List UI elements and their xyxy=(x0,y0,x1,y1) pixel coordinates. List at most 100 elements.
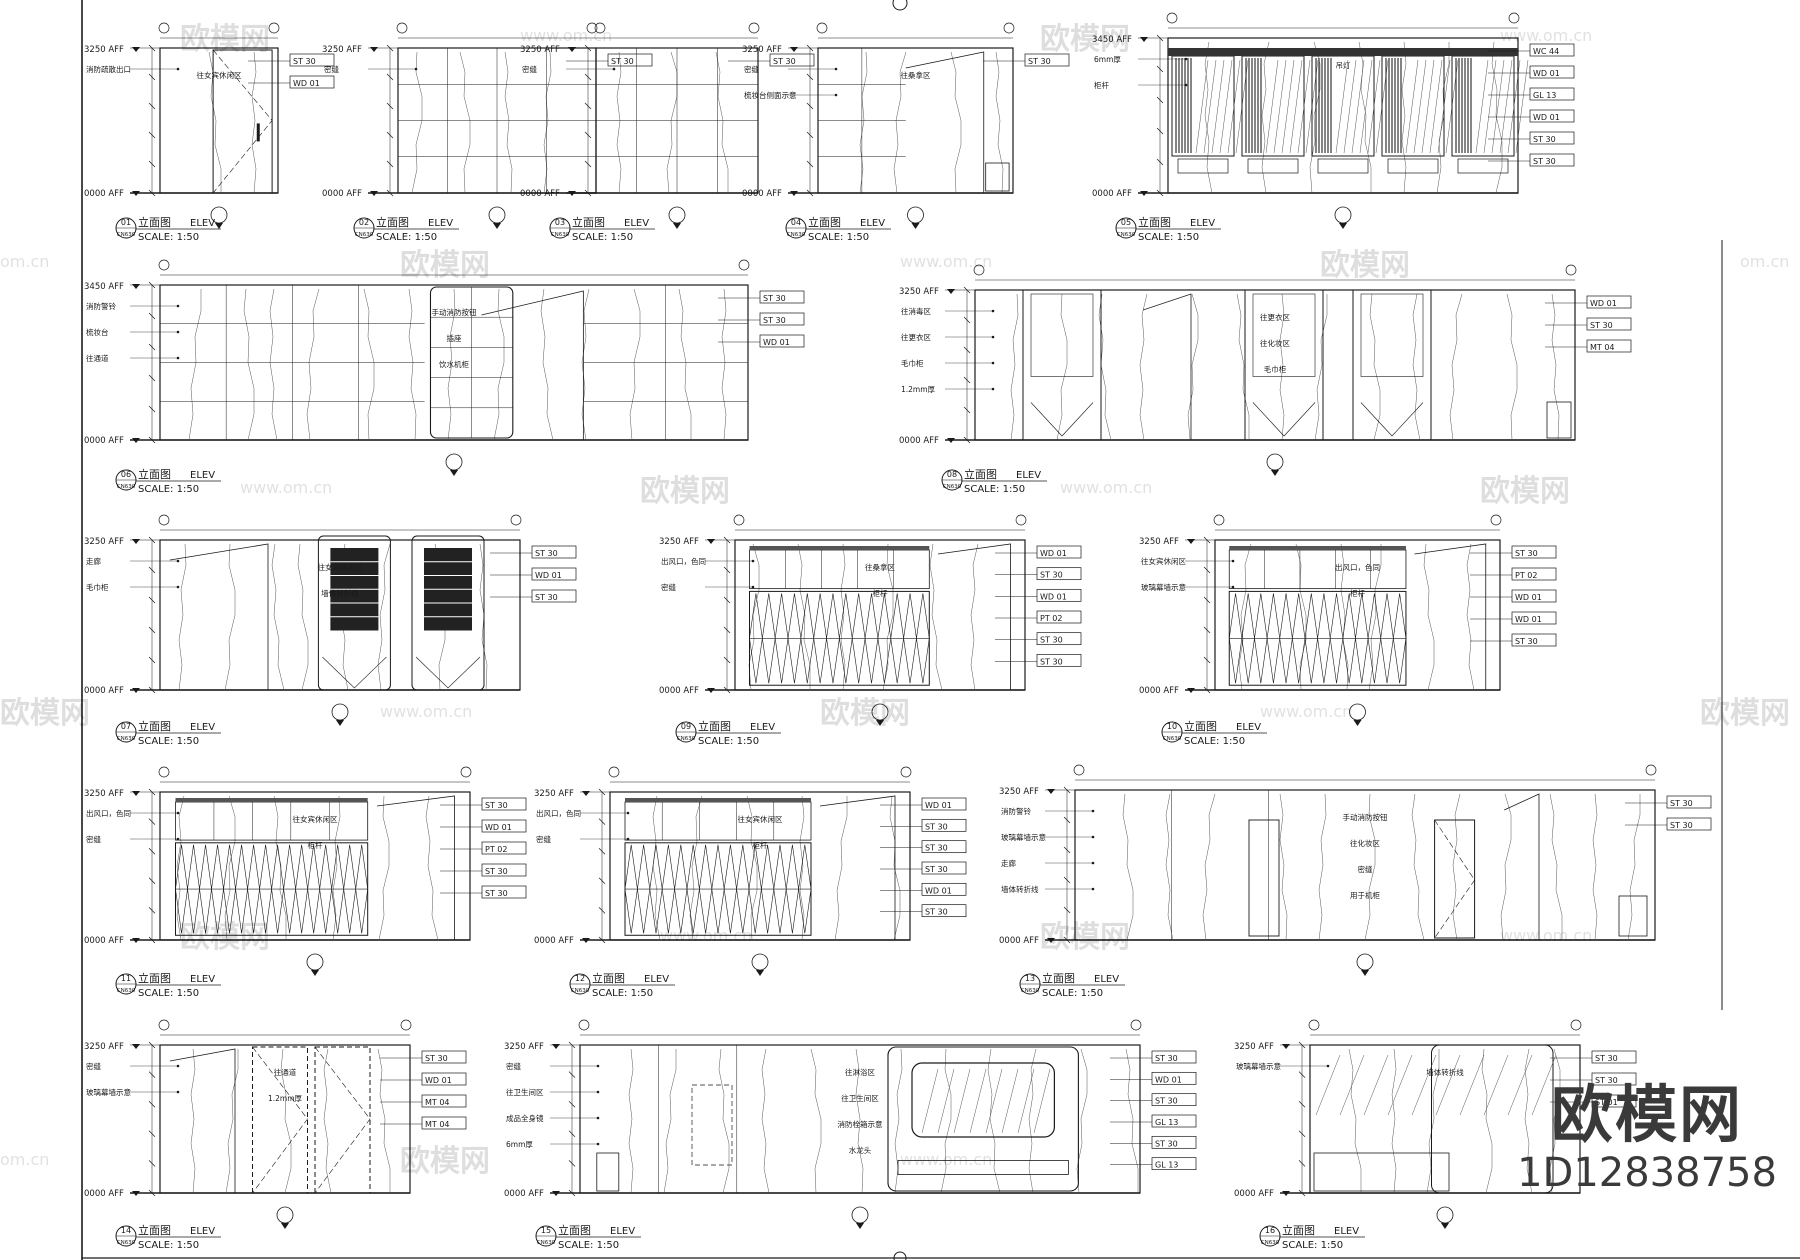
corridor-perspective-line xyxy=(169,543,269,690)
section-arrow-icon xyxy=(673,223,681,229)
glass-hatch-line xyxy=(1459,1054,1485,1116)
drawing-scale: SCALE: 1:50 xyxy=(572,232,633,243)
annotation-note: 往卫生间区 xyxy=(506,1087,544,1097)
drawing-elev-label: ELEV xyxy=(190,218,215,229)
wall-outline xyxy=(1167,37,1519,194)
display-panel xyxy=(1171,55,1235,157)
material-tag: ST 30 xyxy=(535,593,558,602)
material-tag: ST 01 xyxy=(1595,1098,1618,1107)
annotation-note: 梳妆台 xyxy=(86,327,109,337)
stone-vein-line xyxy=(176,795,185,941)
brand-stamp-name: 欧模网 xyxy=(1550,1078,1743,1151)
dimension-tick xyxy=(148,626,156,634)
stone-vein-line xyxy=(408,288,417,441)
material-tag-box xyxy=(1591,1094,1637,1108)
level-top-label: 3250 AFF xyxy=(899,287,939,297)
drawing-title: 立面图 xyxy=(138,1223,171,1237)
wall-outline xyxy=(609,791,911,941)
material-tag-box xyxy=(1591,1072,1637,1086)
door-frame xyxy=(212,49,273,194)
dimension-tick xyxy=(1156,34,1164,42)
drawing-number: 12 xyxy=(575,974,585,983)
drawing-title: 立面图 xyxy=(138,971,171,985)
stone-vein-line xyxy=(799,795,805,941)
stone-vein-line xyxy=(889,795,901,941)
dimension-tick xyxy=(148,596,156,604)
glass-hatch-line xyxy=(1195,59,1209,154)
dimension-tick xyxy=(386,102,394,110)
material-tag: ST 30 xyxy=(1670,821,1693,830)
material-tag-box xyxy=(1511,633,1557,647)
annotation-note: 吊灯 xyxy=(1336,60,1352,70)
material-tag: PT 02 xyxy=(1515,571,1537,580)
dimension-tick xyxy=(148,436,156,444)
glass-hatch-line xyxy=(937,1068,955,1134)
annotation-note: 用于机柜 xyxy=(1350,890,1380,900)
drawing-number: 01 xyxy=(121,218,131,227)
dimension-tick xyxy=(148,102,156,110)
stone-vein-line xyxy=(1318,793,1327,941)
material-tag: WD 01 xyxy=(535,571,562,580)
stone-vein-line xyxy=(1401,41,1407,194)
stone-vein-line xyxy=(1202,793,1216,941)
material-tag: WD 01 xyxy=(1533,69,1560,78)
annotation-note: 消防警铃 xyxy=(1001,806,1031,816)
stone-vein-line xyxy=(1340,543,1349,691)
dimension-tick xyxy=(598,818,606,825)
drawing-scale: SCALE: 1:50 xyxy=(138,232,199,243)
stone-vein-line xyxy=(1369,293,1381,441)
dimension-tick xyxy=(963,436,971,444)
material-tag-box xyxy=(1586,339,1632,353)
material-tag: WD 01 xyxy=(1040,592,1067,601)
material-tag: ST 30 xyxy=(485,801,508,810)
annotation-note: 消防栓箱示意 xyxy=(838,1119,883,1129)
annotation-note: 往桑拿区 xyxy=(901,70,931,80)
grid-axis-bubble xyxy=(158,259,170,271)
material-tag-box xyxy=(1586,295,1632,309)
sheet-reference: CN630 xyxy=(117,988,136,994)
corridor-perspective-line xyxy=(1142,293,1192,440)
annotation-note: 柜杆 xyxy=(1094,80,1110,90)
material-tag-box xyxy=(1529,87,1575,101)
dimension-tick xyxy=(1203,536,1211,544)
stone-vein-line xyxy=(581,288,590,441)
drawing-scale: SCALE: 1:50 xyxy=(964,484,1025,495)
grid-axis-bubble xyxy=(1565,264,1577,276)
material-tag-box xyxy=(759,290,805,304)
display-panel xyxy=(1311,55,1375,157)
dimension-tick xyxy=(148,405,156,413)
annotation-note: 往化妆区 xyxy=(1350,838,1380,848)
stone-vein-line xyxy=(1549,793,1563,940)
base-drawer xyxy=(1387,158,1439,174)
brand-stamp-id: 1D12838758 xyxy=(1517,1150,1777,1196)
leader-dot xyxy=(176,837,180,841)
section-arrow-icon xyxy=(856,1223,864,1229)
wall-outline xyxy=(734,539,1026,691)
material-tag: ST 30 xyxy=(1040,636,1063,645)
drawing-scale: SCALE: 1:50 xyxy=(1138,232,1199,243)
material-tag: ST 30 xyxy=(293,57,316,66)
stone-vein-line xyxy=(995,51,1004,194)
glass-hatch-line xyxy=(1359,59,1373,154)
stone-vein-line xyxy=(746,795,758,941)
drawing-number: 05 xyxy=(1121,218,1131,227)
drawing-title: 立面图 xyxy=(592,971,625,985)
material-tag-box xyxy=(1151,1135,1197,1149)
dimension-tick xyxy=(1063,816,1071,824)
annotation-note: 玻璃幕墙示意 xyxy=(1141,582,1186,592)
material-tag-box xyxy=(921,904,967,918)
stone-vein-line xyxy=(251,51,257,194)
dimension-tick xyxy=(568,1100,576,1108)
drawing-elev-label: ELEV xyxy=(1190,218,1215,229)
section-callout-icon xyxy=(871,703,889,721)
corridor-perspective-line xyxy=(376,795,455,940)
glass-hatch-line xyxy=(1335,59,1349,154)
shelving-unit xyxy=(317,535,391,691)
stone-vein-line xyxy=(224,543,236,691)
stone-vein-line xyxy=(378,795,390,941)
dimension-tick xyxy=(1203,626,1211,634)
dimension-tick xyxy=(1063,906,1071,914)
dimension-tick xyxy=(568,1130,576,1138)
